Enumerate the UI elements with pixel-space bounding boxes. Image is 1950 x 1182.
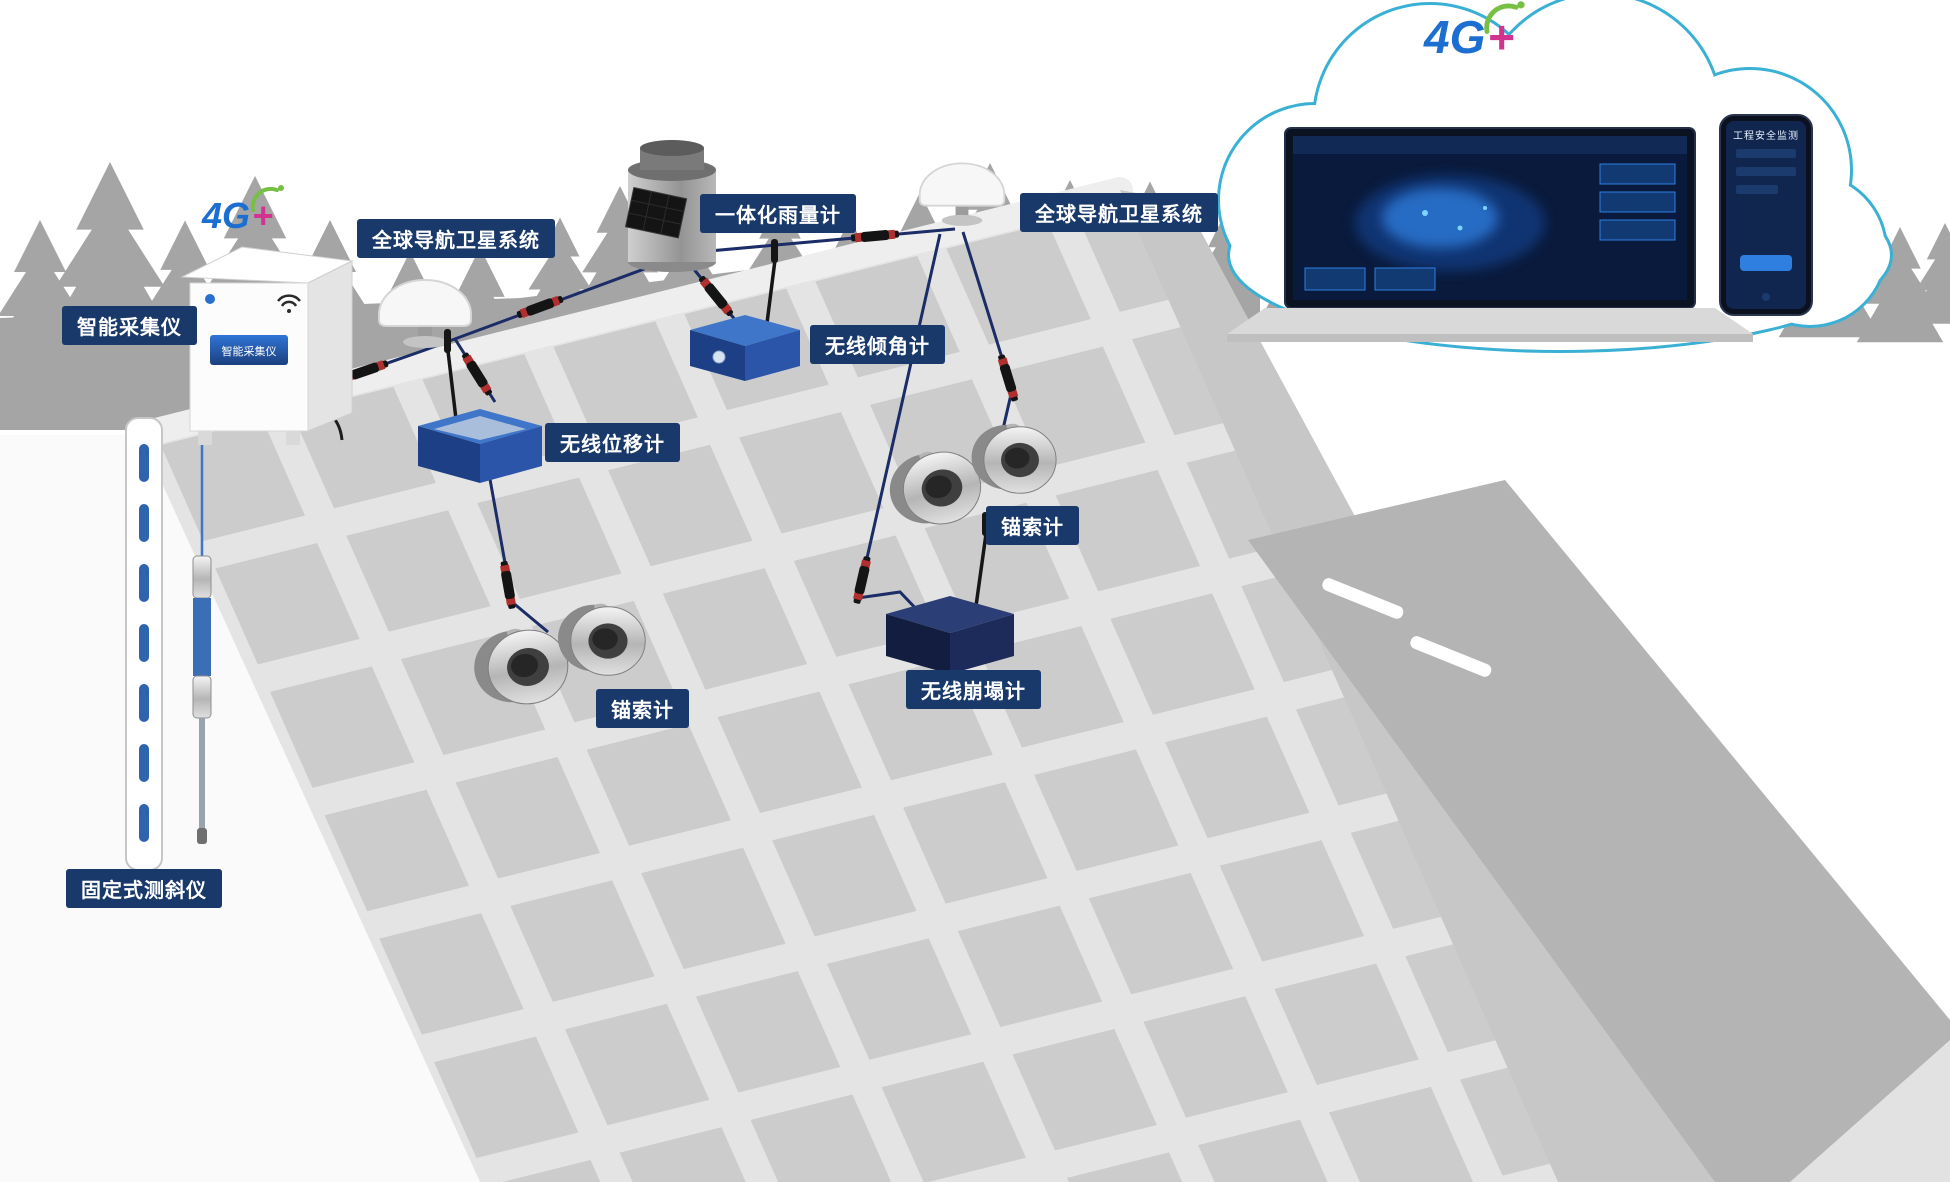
fourg-logo-left: 4G+: [202, 185, 285, 236]
road: [1248, 480, 1950, 1182]
inclinometer-probe: [192, 555, 212, 844]
wifi-icon: [277, 294, 301, 313]
cloud: [1217, 0, 1893, 353]
label-collapse-meter: 无线崩塌计: [906, 670, 1041, 709]
collapse-device: [886, 512, 1014, 674]
left-face: [0, 435, 480, 1182]
collector-cabinet: 智能采集仪: [180, 246, 354, 445]
label-gnss-left: 全球导航卫星系统: [357, 219, 555, 258]
fourg-plus: +: [1487, 11, 1515, 63]
solar-panel: [624, 186, 688, 239]
cabinet-panel-label: 智能采集仪: [222, 344, 277, 358]
label-smart-collector: 智能采集仪: [62, 306, 197, 345]
label-fixed-inclinometer: 固定式测斜仪: [66, 869, 222, 908]
fourg-text: 4G: [1424, 11, 1486, 63]
displacement-device: [418, 329, 542, 483]
label-anchor-meter-bottom: 锚索计: [596, 689, 689, 728]
phone: [1719, 114, 1813, 316]
label-rain-gauge: 一体化雨量计: [700, 194, 856, 233]
fourg-logo-right: 4G+: [1424, 1, 1525, 63]
laptop: [1227, 127, 1753, 342]
cabinet-logo-icon: [205, 294, 215, 304]
fourg-swoosh-icon: [1484, 1, 1525, 34]
fourg-plus: +: [252, 195, 274, 236]
fourg-swoosh-icon: [250, 185, 285, 212]
label-displacement-meter: 无线位移计: [545, 423, 680, 462]
label-gnss-right: 全球导航卫星系统: [1020, 193, 1218, 232]
phone-app-title: 工程安全监测: [1733, 131, 1799, 142]
label-anchor-meter-right: 锚索计: [986, 506, 1079, 545]
borehole-inclinometer: [125, 417, 212, 871]
tiltmeter-device: [690, 239, 800, 381]
fourg-text: 4G: [202, 195, 251, 236]
label-tiltmeter: 无线倾角计: [810, 325, 945, 364]
